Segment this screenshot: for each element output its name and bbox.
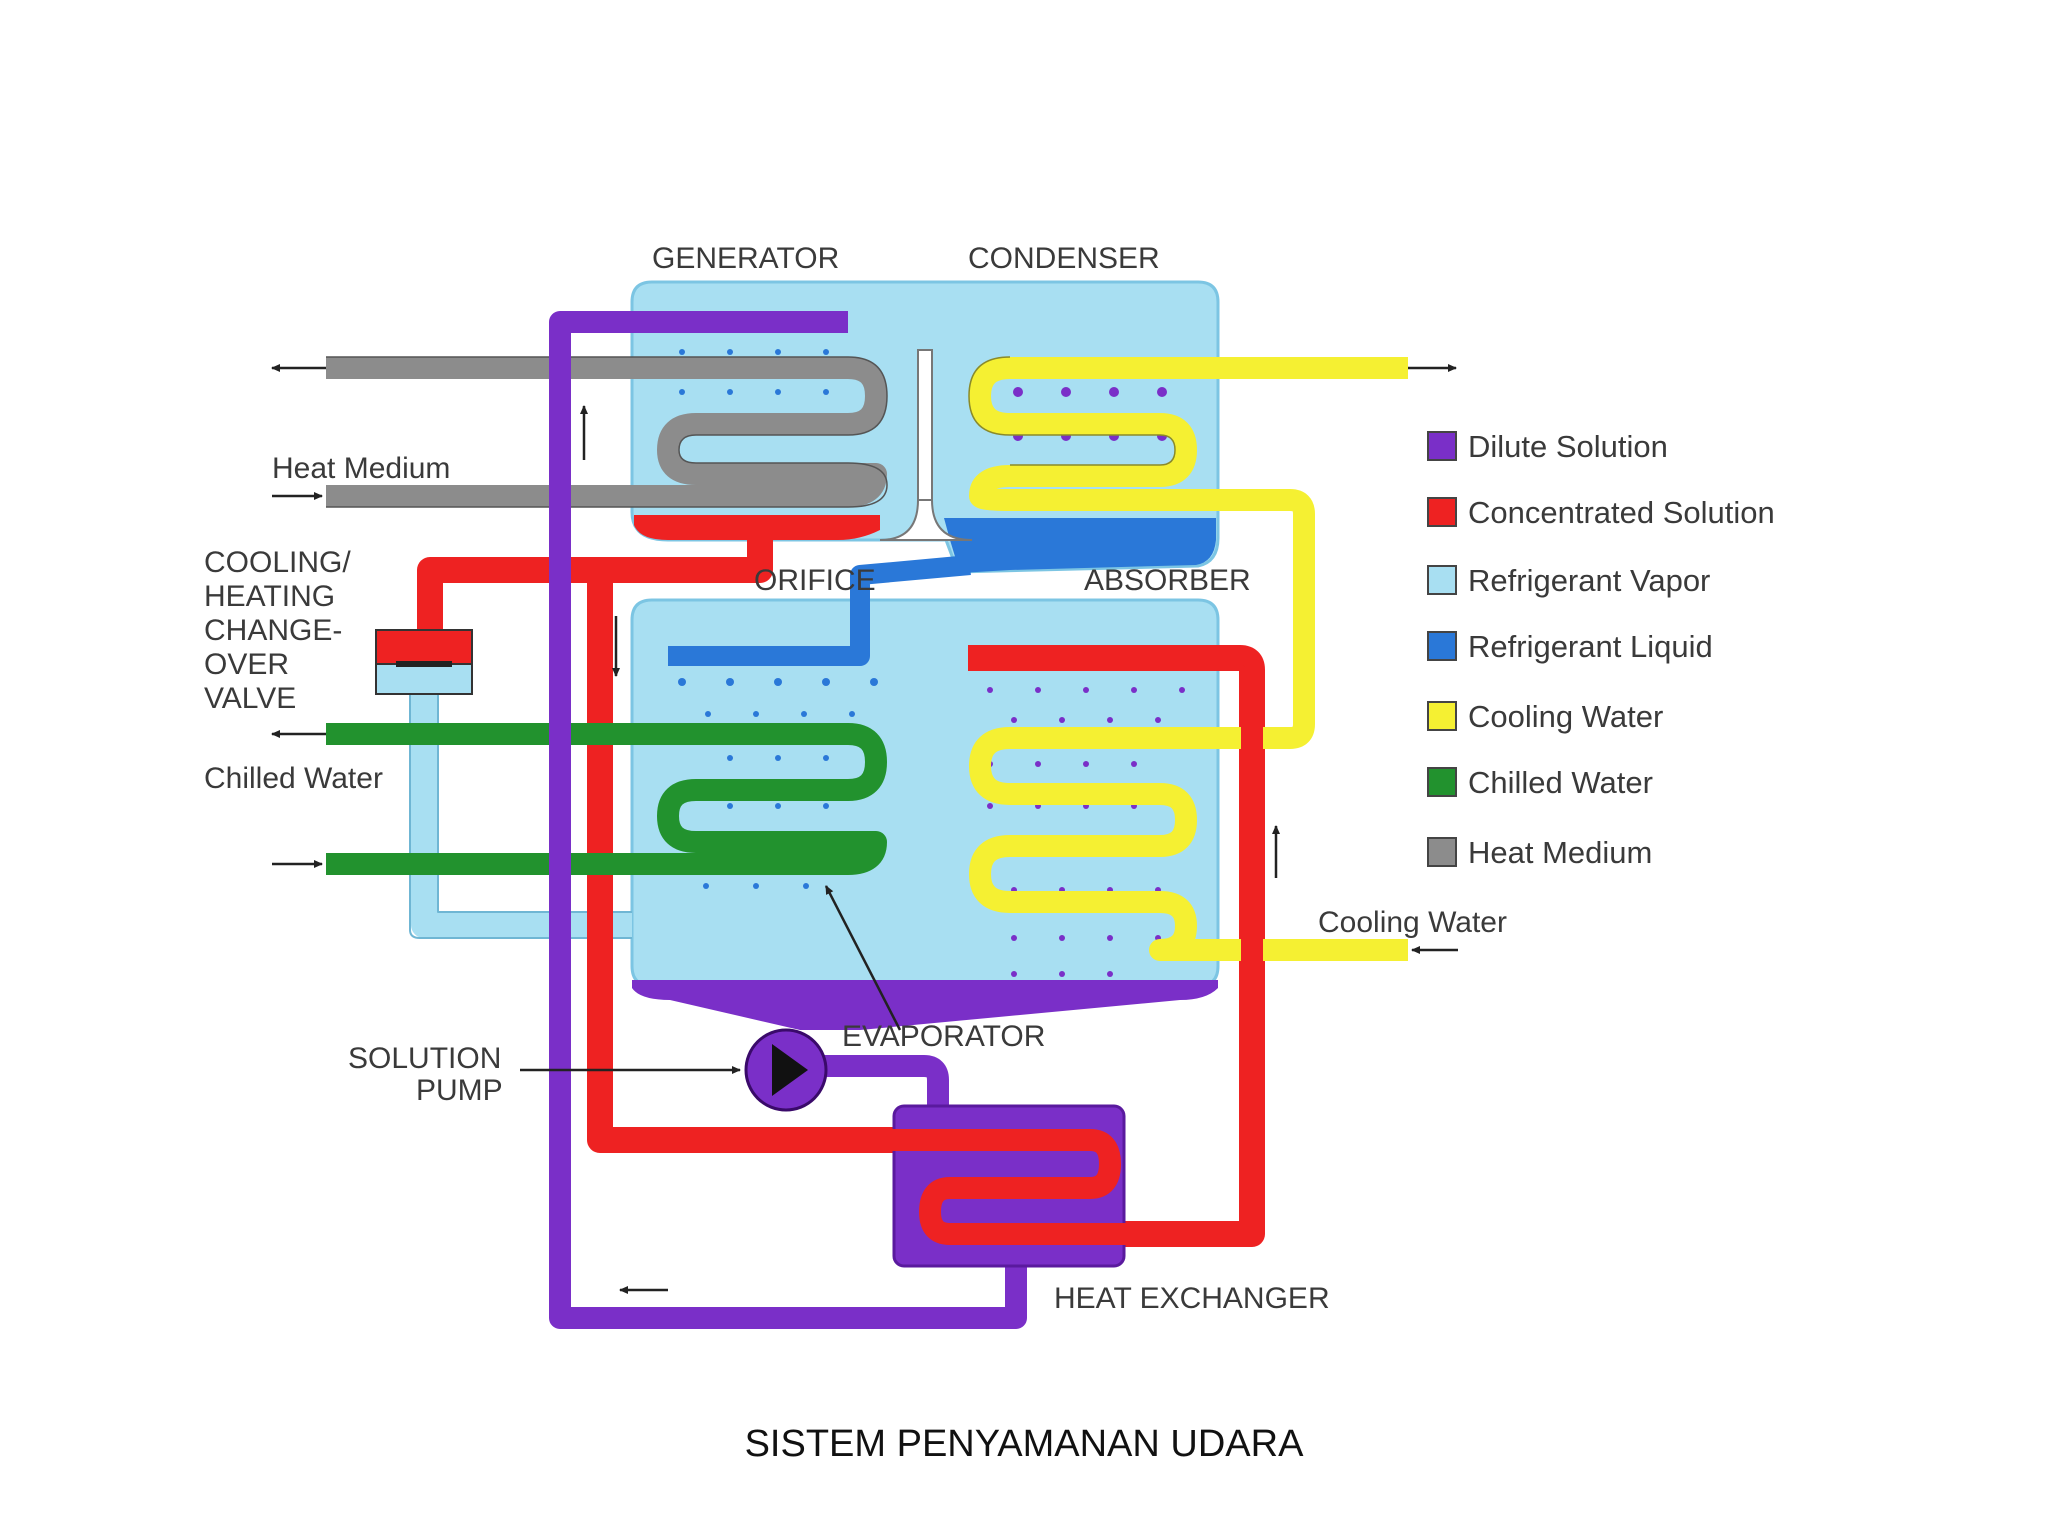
legend-swatch (1427, 497, 1457, 527)
legend-swatch (1427, 431, 1457, 461)
refrigerant-droplets (678, 349, 878, 889)
caption: SISTEM PENYAMANAN UDARA (745, 1423, 1304, 1465)
label-chilled-water: Chilled Water (204, 762, 383, 795)
legend-label: Concentrated Solution (1468, 495, 1775, 530)
changeover-valve (375, 629, 473, 665)
label-solution-pump-1: SOLUTION (348, 1042, 501, 1075)
legend-label: Refrigerant Liquid (1468, 629, 1713, 664)
chilled-water-coil (326, 723, 887, 875)
label-valve-3: CHANGE- (204, 614, 342, 647)
evaporator-absorber-vessel (630, 598, 1220, 1030)
label-valve-5: VALVE (204, 682, 296, 715)
heat-medium-coil (326, 357, 887, 507)
label-heat-medium: Heat Medium (272, 452, 450, 485)
legend-label: Refrigerant Vapor (1468, 563, 1710, 598)
legend-label: Heat Medium (1468, 835, 1652, 870)
component-labels: GENERATOR CONDENSER ORIFICE ABSORBER EVA… (204, 242, 1507, 1315)
label-valve-2: HEATING (204, 580, 335, 613)
label-orifice: ORIFICE (754, 564, 876, 597)
legend-label: Chilled Water (1468, 765, 1653, 800)
legend-swatch (1427, 767, 1457, 797)
dilute-solution-circuit (549, 311, 1027, 1329)
label-valve-1: COOLING/ (204, 546, 351, 579)
legend-swatch (1427, 631, 1457, 661)
label-absorber: ABSORBER (1084, 564, 1251, 597)
flow-arrows (271, 364, 1458, 1294)
legend-label: Cooling Water (1468, 699, 1663, 734)
label-condenser: CONDENSER (968, 242, 1160, 275)
label-heat-exchanger: HEAT EXCHANGER (1054, 1282, 1330, 1315)
legend-swatch (1427, 701, 1457, 731)
refrigerant-liquid-line (668, 555, 971, 666)
label-evaporator: EVAPORATOR (842, 1020, 1045, 1053)
solution-pump (744, 1028, 828, 1112)
legend-swatch (1427, 565, 1457, 595)
legend-swatch (1427, 837, 1457, 867)
label-cooling-water: Cooling Water (1318, 906, 1507, 939)
legend-label: Dilute Solution (1468, 429, 1668, 464)
cooling-water-circuit (969, 357, 1408, 961)
label-solution-pump-2: PUMP (416, 1074, 503, 1107)
label-valve-4: OVER (204, 648, 289, 681)
label-generator: GENERATOR (652, 242, 839, 275)
